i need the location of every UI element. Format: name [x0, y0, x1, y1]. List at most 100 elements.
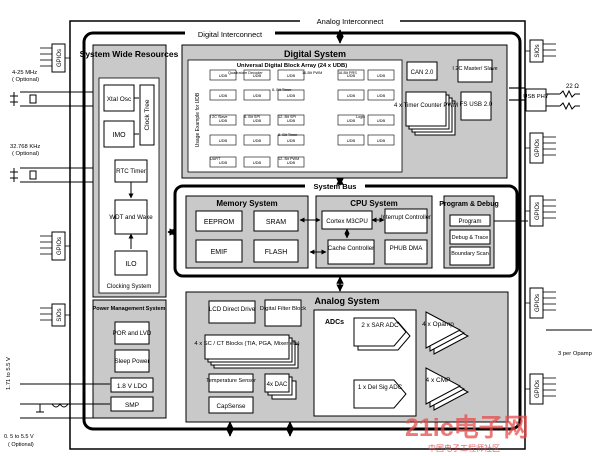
debug-trace-label: Debug & Trace: [452, 235, 489, 241]
sleep-power-label: Sleep Power: [114, 358, 149, 365]
program-debug-title: Program & Debug: [439, 201, 499, 208]
bit8-timer2-label: 8- Bit Timer: [278, 133, 298, 137]
i2c-master-box: [457, 59, 493, 83]
por-lvd-label: POR and LVD: [113, 330, 152, 337]
udb-cell: [243, 69, 271, 81]
udb-cell-label: UDB: [287, 93, 296, 98]
analog-system-title: Analog System: [314, 296, 379, 306]
uart-label: UART: [210, 157, 221, 161]
system-wide-title: System Wide Resources: [80, 49, 179, 59]
bit8-timer-label: 8- Bit Timer: [272, 88, 292, 92]
sram-box: [253, 210, 299, 232]
usb-phy-label: USB PHY: [523, 94, 549, 100]
digital-interconnect-frame: [82, 31, 522, 431]
udb-cell: [209, 114, 237, 126]
clock-tree-box: [139, 84, 155, 146]
quadrature-label: Quadrature Decoder: [228, 71, 263, 75]
udb-array-title: Universal Digital Block Array (24 x UDB): [237, 63, 347, 69]
udb-cell: [337, 134, 365, 146]
crystal-2-symbol: [10, 167, 93, 183]
gpios-left-1: [51, 43, 66, 73]
temp-sensor-label: Temperature Sensor: [206, 378, 256, 384]
smp-box: [110, 396, 154, 412]
digital-filter-label: Digital Filter Block: [260, 306, 306, 312]
phub-label: PHUB DMA: [390, 245, 424, 252]
gpios-right-3-label: GPIOs: [535, 294, 541, 312]
udb-cell: [337, 69, 365, 81]
gpios-right-1: [529, 132, 544, 164]
cpu-system-title: CPU System: [350, 199, 398, 208]
opamp-count-label: 3 per Opamp: [558, 351, 592, 357]
bit12-spi-label: 12- Bit SPI: [278, 115, 296, 119]
udb-cell-label: UDB: [287, 73, 296, 78]
capsense-label: CapSense: [217, 403, 246, 410]
gpios-right-4-label: GPIOs: [535, 380, 541, 398]
can-box: [406, 61, 438, 81]
timer-counter-pwm-box: [405, 91, 447, 127]
udb-cell: [243, 134, 271, 146]
sios-left-label: SIOs: [57, 308, 63, 321]
interrupt-box: [384, 208, 428, 234]
udb-cell: [367, 89, 395, 101]
gpios-left-2: [51, 231, 66, 261]
ldo-label: 1.8 V LDO: [117, 383, 147, 390]
udb-cell: [277, 89, 305, 101]
udb-cell-label: UDB: [253, 160, 262, 165]
gpios-right-4: [529, 373, 544, 405]
udb-cell: [243, 89, 271, 101]
right-io-pins: [525, 43, 556, 397]
usb-phy-box: [525, 88, 547, 112]
svg-text:System Wide Resources: System Wide Resources: [80, 49, 179, 59]
sram-label: SRAM: [266, 219, 286, 226]
wdt-wake-label: WDT and Wake: [109, 214, 153, 221]
lcd-label: LCD Direct Drive: [209, 306, 256, 313]
io-optional-label: ( Optional): [8, 442, 34, 448]
udb-cell: [209, 89, 237, 101]
udb-cell-label: UDB: [219, 73, 228, 78]
imo-label: IMO: [112, 132, 126, 139]
power-management-title: Power Management System: [93, 306, 166, 312]
ldo-box: [110, 377, 154, 393]
sar-adc-label: 2 x SAR ADC: [361, 322, 399, 329]
opamp-label: 4 x Opamp: [422, 321, 454, 328]
watermark-tagline: 中国电子工程师社区: [428, 443, 500, 453]
cache-label: Cache Controller: [328, 245, 374, 252]
udb-cell-label: UDB: [219, 138, 228, 143]
udb-cell: [367, 69, 395, 81]
udb-cell-label: UDB: [377, 138, 386, 143]
gpios-right-2: [529, 195, 544, 227]
udb-cell-label: UDB: [377, 118, 386, 123]
udb-cell-label: UDB: [219, 160, 228, 165]
udb-cell-label: UDB: [347, 73, 356, 78]
program-label: Program: [458, 219, 481, 225]
clocking-system-label: Clocking System: [107, 284, 152, 290]
cortex-label: Cortex M3CPU: [326, 218, 368, 225]
ilo-box: [114, 250, 148, 276]
udb-cell: [367, 134, 395, 146]
timer-counter-pwm-label: 4 x Timer Counter PWM: [394, 103, 458, 109]
flash-label: FLASH: [265, 249, 288, 256]
memory-system-title: Memory System: [216, 199, 277, 208]
udb-cell: [337, 89, 365, 101]
udb-cell-label: UDB: [347, 93, 356, 98]
digital-interconnect-label: Digital Interconnect: [198, 30, 263, 39]
wdt-wake-box: [114, 199, 148, 235]
udb-cell: [243, 114, 271, 126]
udb-cell-label: UDB: [287, 138, 296, 143]
eeprom-box: [195, 210, 243, 232]
i2c-master-label: I 2C Master/ Slave: [452, 66, 497, 72]
udb-cell-label: UDB: [219, 118, 228, 123]
gpios-right-1-label: GPIOs: [535, 139, 541, 157]
udb-cell-label: UDB: [347, 118, 356, 123]
rtc-xtal-label: 32.768 KHz: [10, 144, 40, 150]
udb-cell-label: UDB: [287, 160, 296, 165]
delsig-adc-label: 1 x Del Sig ADC: [358, 384, 403, 391]
logic-label: Logic: [356, 115, 365, 119]
udb-cell: [367, 114, 395, 126]
sc-ct-blocks-label: 4 x SC / CT Blocks (TIA, PGA, Mixer etc): [194, 341, 299, 347]
bit8-spi-label: 8- Bit SPI: [244, 115, 260, 119]
can-label: CAN 2.0: [411, 70, 434, 76]
bit16-prs-label: 16-Bit PRS: [338, 71, 357, 75]
udb-cell-label: UDB: [347, 138, 356, 143]
interrupt-label: Interrupt Controller: [381, 215, 431, 221]
